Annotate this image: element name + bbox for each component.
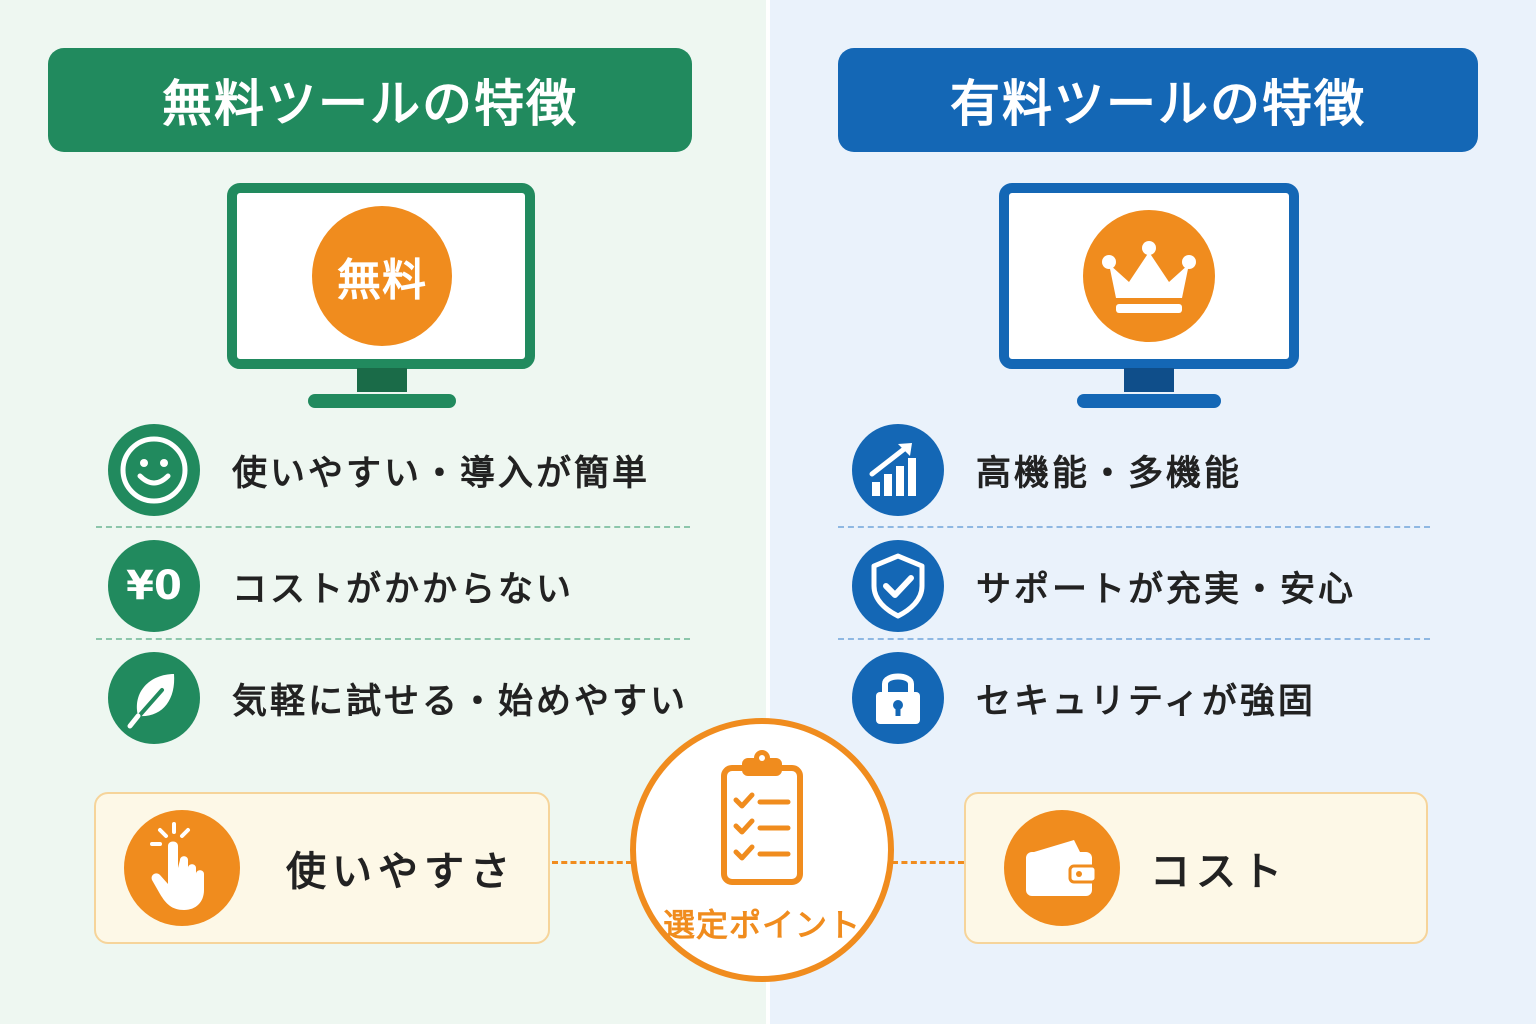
free-feature-3-label: 気軽に試せる・始めやすい — [232, 681, 689, 722]
free-badge: 無料 — [312, 206, 452, 346]
free-feature-1: 使いやすい・導入が簡単 — [108, 424, 650, 516]
paid-monitor-icon — [999, 183, 1299, 408]
yen-zero-icon: ¥0 — [108, 540, 200, 632]
yen-zero-text: ¥0 — [126, 563, 182, 609]
connector-left — [552, 861, 632, 864]
paid-point-label: コスト — [1150, 849, 1288, 895]
panel-divider — [766, 0, 770, 1024]
free-divider-2 — [96, 638, 690, 640]
free-feature-3: 気軽に試せる・始めやすい — [108, 652, 688, 744]
paid-divider-2 — [838, 638, 1430, 640]
wallet-icon — [1004, 810, 1120, 926]
paid-divider-1 — [838, 526, 1430, 528]
tap-hand-icon — [124, 810, 240, 926]
growth-chart-icon — [852, 424, 944, 516]
free-title: 無料ツールの特徴 — [48, 48, 692, 152]
crown-icon — [1102, 241, 1196, 313]
lock-icon — [852, 652, 944, 744]
paid-point-card: コスト — [964, 792, 1428, 944]
free-point-card: 使いやすさ — [94, 792, 550, 944]
paid-feature-3: セキュリティが強固 — [852, 652, 1316, 744]
free-feature-2-label: コストがかからない — [232, 569, 575, 610]
free-point-label: 使いやすさ — [286, 849, 516, 895]
selection-point-circle: 選定ポイント — [630, 718, 894, 982]
paid-title: 有料ツールの特徴 — [838, 48, 1478, 152]
free-divider-1 — [96, 526, 690, 528]
free-feature-1-label: 使いやすい・導入が簡単 — [232, 453, 651, 494]
clipboard-checklist-icon — [721, 750, 803, 885]
smiley-icon — [108, 424, 200, 516]
leaf-icon — [108, 652, 200, 744]
free-feature-2: ¥0 コストがかからない — [108, 540, 574, 632]
paid-feature-1: 高機能・多機能 — [852, 424, 1242, 516]
selection-point-label: 選定ポイント — [662, 906, 861, 944]
paid-feature-1-label: 高機能・多機能 — [976, 453, 1243, 494]
connector-right — [892, 861, 964, 864]
paid-feature-2: サポートが充実・安心 — [852, 540, 1356, 632]
shield-check-icon — [852, 540, 944, 632]
paid-feature-2-label: サポートが充実・安心 — [976, 569, 1357, 610]
paid-feature-3-label: セキュリティが強固 — [976, 681, 1316, 722]
